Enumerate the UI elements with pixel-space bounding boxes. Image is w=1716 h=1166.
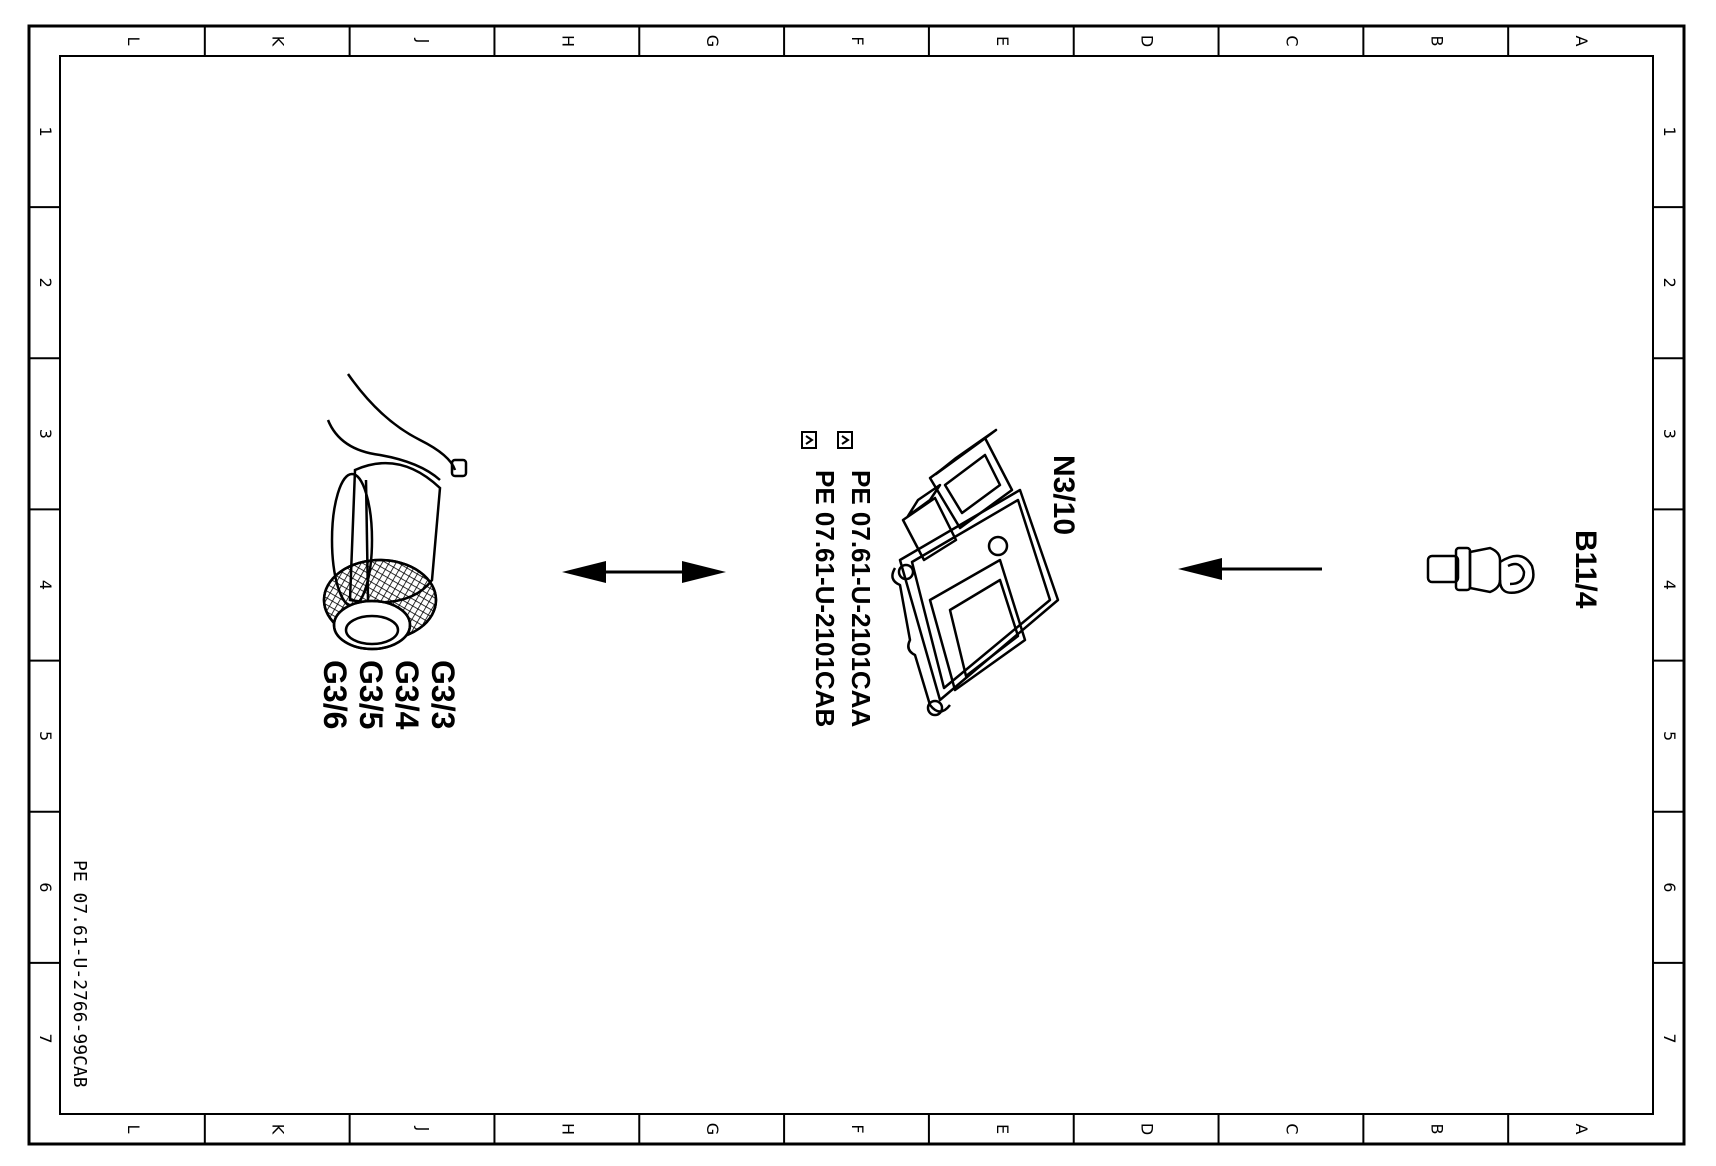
column-label-bottom: K [269, 1124, 288, 1135]
injector-label-g3-5: G3/5 [353, 660, 389, 729]
injector-labels: G3/3 G3/4 G3/5 G3/6 [317, 660, 461, 730]
row-label-right: 4 [1660, 580, 1679, 590]
row-label-left: 5 [36, 731, 55, 741]
injector-label-g3-4: G3/4 [389, 660, 425, 730]
row-label-right: 2 [1660, 278, 1679, 288]
injector-label-g3-3: G3/3 [425, 660, 461, 729]
column-label-bottom: L [124, 1125, 143, 1134]
row-label-right: 6 [1660, 882, 1679, 892]
column-label-top: G [703, 35, 722, 47]
grid-ticks [29, 26, 1684, 1144]
row-label-right: 7 [1660, 1033, 1679, 1043]
row-label-left: 3 [36, 429, 55, 439]
row-label-right: 1 [1660, 126, 1679, 136]
column-label-bottom: D [1138, 1123, 1157, 1135]
grid-labels: L L K K J J H H G G F F E E D D C C B B A A 1 1 2 2 3 3 4 4 5 5 6 6 7 7 [36, 35, 1679, 1135]
column-label-top: F [848, 36, 867, 45]
column-label-bottom: H [558, 1123, 577, 1135]
column-label-bottom: G [703, 1123, 722, 1135]
outer-frame [27, 24, 1686, 1146]
ref-icon-2-text: PE 07.61-U-2101CAB [810, 470, 840, 727]
document-id: PE 07.61-U-2766-99CAB [69, 860, 90, 1088]
column-label-bottom: J [414, 1126, 433, 1132]
row-label-left: 6 [36, 882, 55, 892]
sensor-icon [1426, 546, 1535, 594]
row-label-left: 2 [36, 278, 55, 288]
column-label-bottom: B [1427, 1124, 1446, 1135]
row-label-right: 3 [1660, 429, 1679, 439]
injector-icon [322, 373, 468, 651]
signal-arrow-ecu-injectors [562, 561, 726, 583]
control-unit-label: N3/10 [1047, 455, 1080, 535]
column-label-bottom: A [1572, 1124, 1591, 1135]
column-label-top: D [1138, 35, 1157, 47]
row-label-left: 1 [36, 126, 55, 136]
injector-label-g3-6: G3/6 [317, 660, 353, 729]
column-label-bottom: E [993, 1124, 1012, 1134]
column-label-top: C [1282, 35, 1301, 46]
column-label-top: H [558, 35, 577, 47]
column-label-top: J [414, 38, 433, 44]
row-label-right: 5 [1660, 731, 1679, 741]
sensor-label: B11/4 [1569, 530, 1602, 609]
column-label-top: A [1572, 36, 1591, 47]
control-unit-references: PE 07.61-U-2101CAA PE 07.61-U-2101CAB [801, 431, 876, 727]
row-label-left: 7 [36, 1033, 55, 1043]
column-label-top: B [1427, 36, 1446, 47]
column-label-top: K [269, 36, 288, 47]
row-label-left: 4 [36, 580, 55, 590]
inner-frame [59, 55, 1654, 1115]
column-label-top: E [993, 36, 1012, 46]
hand-pointer-icon [801, 431, 853, 449]
ref-icon-1-text: PE 07.61-U-2101CAA [846, 470, 876, 727]
sensor-b11-4[interactable]: B11/4 [1426, 530, 1602, 609]
column-label-bottom: F [848, 1124, 867, 1133]
signal-arrow-sensor-to-ecu [1178, 558, 1322, 580]
control-unit-n3-10[interactable]: N3/10 PE 07.61-U-2101CAA PE 07.61-U-2101… [801, 428, 1080, 727]
control-unit-icon [891, 428, 1060, 717]
injector-component[interactable]: G3/3 G3/4 G3/5 G3/6 [317, 373, 468, 730]
column-label-bottom: C [1282, 1123, 1301, 1134]
column-label-top: L [124, 37, 143, 46]
